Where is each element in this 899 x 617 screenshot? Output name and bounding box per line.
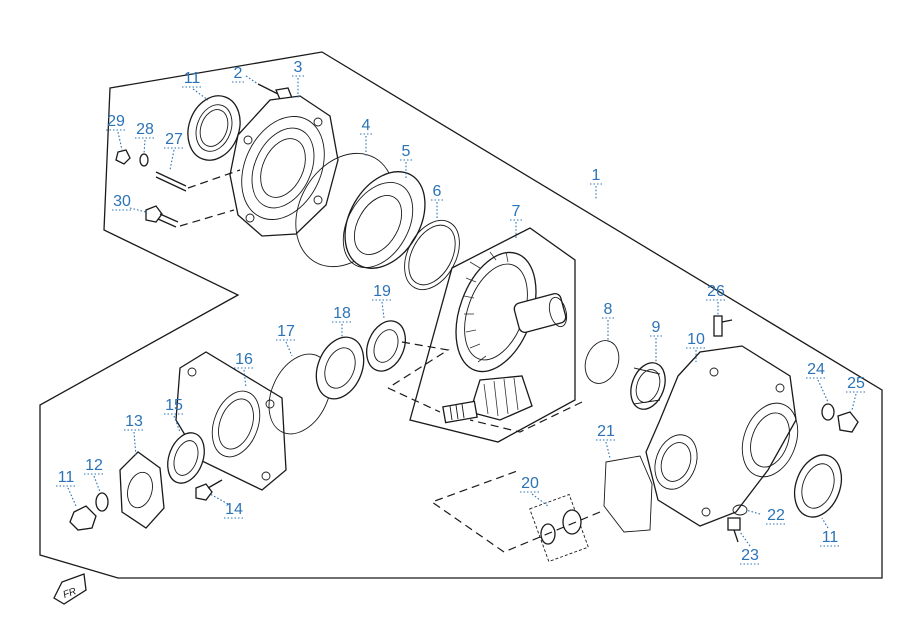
part-number-labels: 11 2 3 4 5 6 7 1 8 9 10 26 24 25 22 23 1…: [56, 59, 867, 565]
pinion-guide-line: [387, 387, 441, 413]
drain-bolt-26: [837, 411, 859, 433]
front-direction-mark: FR: [53, 573, 87, 605]
label-part-13: 12: [85, 457, 103, 474]
label-part-26: 25: [847, 375, 865, 392]
ball-bearing-5: [342, 171, 426, 269]
nut-30: [115, 149, 131, 165]
label-part-24: 23: [741, 547, 759, 564]
shim-8: [584, 340, 620, 384]
label-part-27: 26: [707, 283, 725, 300]
bearing-19: [315, 336, 365, 400]
label-part-23: 22: [767, 507, 785, 524]
label-part-7: 7: [512, 203, 521, 220]
shim-ring: [404, 219, 460, 291]
label-part-31: 30: [113, 193, 131, 210]
pinion-guide-line-2: [469, 401, 583, 433]
washer-29: [139, 153, 149, 167]
shim-ring-inner: [408, 224, 456, 286]
ring-gear: [455, 251, 568, 373]
plug-24: [727, 517, 741, 543]
oil-seal-16: [167, 432, 205, 484]
leader-lines: [67, 75, 857, 547]
label-part-30: 29: [107, 113, 125, 130]
label-part-2: 2: [234, 65, 243, 82]
gear-case: [645, 345, 799, 527]
gasket-22: [603, 455, 653, 533]
label-part-14: 13: [125, 413, 143, 430]
label-part-12: 11: [58, 469, 75, 486]
label-part-9: 9: [652, 319, 661, 336]
label-part-16: 15: [165, 397, 183, 414]
guide-line-28: [187, 169, 241, 189]
washer-13: [95, 492, 109, 512]
label-part-1: 1: [592, 167, 601, 184]
label-part-29: 28: [136, 121, 154, 138]
o-ring-23: [732, 504, 748, 516]
label-part-22: 21: [597, 423, 615, 440]
label-part-28: 27: [165, 131, 183, 148]
label-part-5: 5: [402, 143, 411, 160]
needle-bearing-9: [630, 362, 666, 410]
bolt-15: [195, 479, 223, 501]
collar-set: [529, 493, 589, 563]
label-part-19: 18: [333, 305, 351, 322]
washer-25: [821, 403, 835, 421]
oil-seal-bottom: [793, 454, 843, 518]
ring-nut-guide-line: [387, 341, 450, 389]
label-part-6: 6: [433, 183, 442, 200]
label-part-21: 20: [521, 475, 539, 492]
label-part-11-top: 11: [184, 70, 201, 87]
flange-nut: [69, 505, 97, 531]
label-part-20: 19: [373, 283, 391, 300]
label-part-15: 14: [225, 501, 243, 518]
label-part-10: 10: [687, 331, 705, 348]
label-part-18: 17: [277, 323, 295, 340]
label-part-17: 16: [235, 351, 253, 368]
assembly-boundary: [39, 51, 883, 579]
output-flange: [119, 451, 165, 529]
label-part-25: 24: [807, 361, 825, 378]
label-part-8: 8: [604, 301, 613, 318]
bolt-31: [145, 205, 179, 228]
guide-line-31: [179, 209, 235, 227]
gear-set-frame: [409, 227, 576, 443]
cover-housing: [229, 95, 339, 237]
label-part-4: 4: [362, 117, 371, 134]
o-ring-18: [268, 353, 332, 435]
breather-fitting: [713, 315, 733, 337]
ring-nut: [366, 320, 406, 372]
front-mark-label: FR: [62, 586, 78, 601]
stud-bolt: [155, 171, 187, 192]
collar-guide-line: [430, 469, 601, 553]
label-part-3: 3: [294, 59, 303, 76]
label-part-11-bottom: 11: [822, 529, 839, 546]
drive-pinion: [442, 375, 533, 424]
